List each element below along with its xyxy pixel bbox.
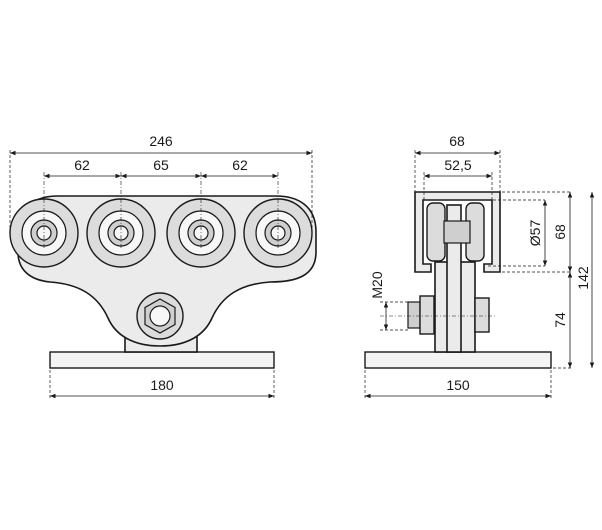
side-profile-width-label: 68 xyxy=(449,133,465,149)
side-wheel-diameter-label: Ø57 xyxy=(527,220,543,247)
side-profile-inner-width-label: 52,5 xyxy=(444,157,471,173)
side-axis-height-label: 74 xyxy=(552,312,568,328)
front-base-plate xyxy=(49,351,275,369)
front-overall-width-label: 246 xyxy=(149,133,173,149)
side-bolt-nut-left xyxy=(419,295,435,335)
side-total-height-label: 142 xyxy=(575,266,591,290)
side-bolt-thread-label: M20 xyxy=(369,271,385,298)
side-profile-height-label: 68 xyxy=(552,224,568,240)
side-wheel-left xyxy=(426,202,446,262)
side-view: 68 52,5 Ø57 68 142 74 M20 150 xyxy=(364,133,595,400)
side-bolt-nut-right xyxy=(474,297,490,333)
side-base-width-label: 150 xyxy=(446,377,470,393)
front-view: 246 62 65 62 180 xyxy=(9,133,317,400)
front-pitch-left-label: 62 xyxy=(74,157,90,173)
front-base-width-label: 180 xyxy=(150,377,174,393)
side-bolt-shank xyxy=(407,301,421,329)
front-pitch-right-label: 62 xyxy=(232,157,248,173)
front-center-bolt xyxy=(136,292,184,340)
front-pitch-middle-label: 65 xyxy=(153,157,169,173)
side-base-plate xyxy=(364,351,552,369)
